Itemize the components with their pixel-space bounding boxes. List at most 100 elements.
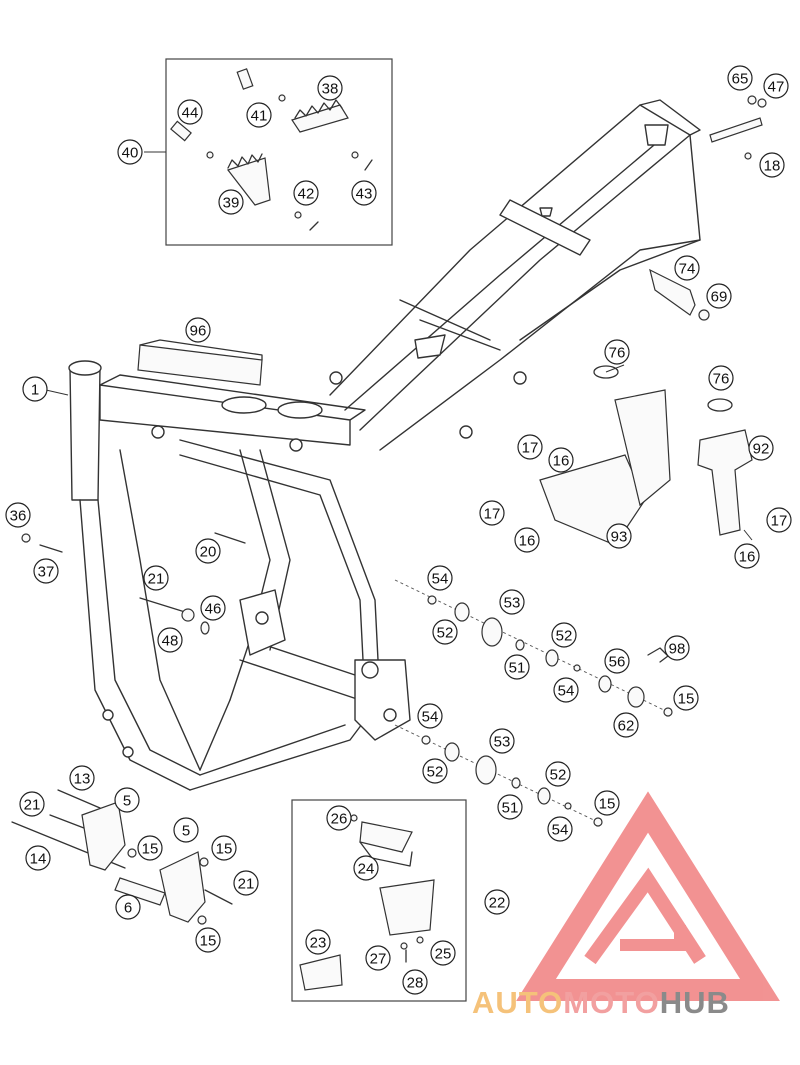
callout-52: 52 xyxy=(422,758,448,784)
callout-54: 54 xyxy=(553,677,579,703)
callout-number: 96 xyxy=(190,323,207,340)
callout-17: 17 xyxy=(766,507,792,533)
callout-93: 93 xyxy=(606,523,632,549)
callout-circle xyxy=(604,648,630,674)
callout-54: 54 xyxy=(417,703,443,729)
callout-1: 1 xyxy=(22,376,48,402)
callout-number: 5 xyxy=(182,823,190,840)
callout-number: 54 xyxy=(422,709,439,726)
callout-number: 23 xyxy=(310,935,327,952)
callout-number: 39 xyxy=(223,195,240,212)
svg-text:AUTOMOTOHUB: AUTOMOTOHUB xyxy=(472,985,730,1020)
callout-54: 54 xyxy=(427,565,453,591)
callout-circle xyxy=(173,817,199,843)
watermark-text-part2: MOTO xyxy=(563,985,659,1020)
callout-circle xyxy=(365,945,391,971)
callout-circle xyxy=(763,73,789,99)
callout-circle xyxy=(422,758,448,784)
callout-circle xyxy=(545,761,571,787)
callout-17: 17 xyxy=(517,434,543,460)
callout-circle xyxy=(5,502,31,528)
callout-37: 37 xyxy=(33,558,59,584)
callout-47: 47 xyxy=(763,73,789,99)
callout-number: 65 xyxy=(732,71,749,88)
callout-circle xyxy=(613,712,639,738)
callout-circle xyxy=(499,589,525,615)
callout-number: 15 xyxy=(599,796,616,813)
callout-circle xyxy=(185,317,211,343)
callout-number: 48 xyxy=(162,633,179,650)
callout-number: 15 xyxy=(200,933,217,950)
footpeg-parts xyxy=(170,68,373,231)
callout-41: 41 xyxy=(246,102,272,128)
callout-number: 20 xyxy=(200,544,217,561)
callout-number: 44 xyxy=(182,105,199,122)
callout-26: 26 xyxy=(326,805,352,831)
callout-circle xyxy=(115,894,141,920)
callout-40: 40 xyxy=(117,139,143,165)
callout-15: 15 xyxy=(195,927,221,953)
callout-circle xyxy=(484,889,510,915)
callout-46: 46 xyxy=(200,595,226,621)
callout-number: 25 xyxy=(435,946,452,963)
callout-number: 46 xyxy=(205,601,222,618)
callout-circle xyxy=(117,139,143,165)
watermark-text-part1: AUTO xyxy=(472,985,563,1020)
callout-circle xyxy=(19,791,45,817)
callout-39: 39 xyxy=(218,189,244,215)
callout-number: 24 xyxy=(358,861,375,878)
callout-circle xyxy=(548,447,574,473)
callout-circle xyxy=(417,703,443,729)
callout-76: 76 xyxy=(604,339,630,365)
engine-mount-bolts xyxy=(11,532,246,925)
callout-56: 56 xyxy=(604,648,630,674)
callout-circle xyxy=(606,523,632,549)
main-frame xyxy=(68,99,701,791)
callout-circle xyxy=(504,654,530,680)
watermark-logo xyxy=(516,791,780,1001)
callout-65: 65 xyxy=(727,65,753,91)
callout-circle xyxy=(25,845,51,871)
callout-16: 16 xyxy=(734,543,760,569)
callout-number: 15 xyxy=(142,841,159,858)
callout-15: 15 xyxy=(137,835,163,861)
callout-circle xyxy=(33,558,59,584)
callout-13: 13 xyxy=(69,765,95,791)
callout-number: 1 xyxy=(31,382,39,399)
callout-number: 38 xyxy=(322,81,339,98)
callout-52: 52 xyxy=(551,622,577,648)
callout-number: 52 xyxy=(556,628,573,645)
callout-21: 21 xyxy=(143,565,169,591)
callout-15: 15 xyxy=(211,835,237,861)
callout-53: 53 xyxy=(489,728,515,754)
callout-28: 28 xyxy=(402,969,428,995)
callout-number: 54 xyxy=(552,822,569,839)
callout-circle xyxy=(402,969,428,995)
callout-42: 42 xyxy=(293,180,319,206)
callout-number: 76 xyxy=(713,371,730,388)
callout-number: 17 xyxy=(484,506,501,523)
callout-circle xyxy=(143,565,169,591)
callout-number: 6 xyxy=(124,900,132,917)
tank-mount-cup xyxy=(221,396,267,414)
callout-circle xyxy=(353,855,379,881)
callout-circle xyxy=(427,565,453,591)
callout-48: 48 xyxy=(157,627,183,653)
callout-circle xyxy=(326,805,352,831)
callout-circle xyxy=(157,627,183,653)
callout-number: 15 xyxy=(678,691,695,708)
callout-circle xyxy=(553,677,579,703)
callout-number: 41 xyxy=(251,108,268,125)
callout-number: 14 xyxy=(30,851,47,868)
watermark-text-part3: HUB xyxy=(660,985,730,1020)
callout-number: 18 xyxy=(764,158,781,175)
callout-number: 56 xyxy=(609,654,626,671)
callout-74: 74 xyxy=(674,255,700,281)
callout-number: 52 xyxy=(437,625,454,642)
callout-21: 21 xyxy=(233,870,259,896)
callout-number: 17 xyxy=(771,513,788,530)
callout-circle xyxy=(727,65,753,91)
callout-number: 53 xyxy=(504,595,521,612)
callout-circle xyxy=(706,283,732,309)
callout-circle xyxy=(22,376,48,402)
